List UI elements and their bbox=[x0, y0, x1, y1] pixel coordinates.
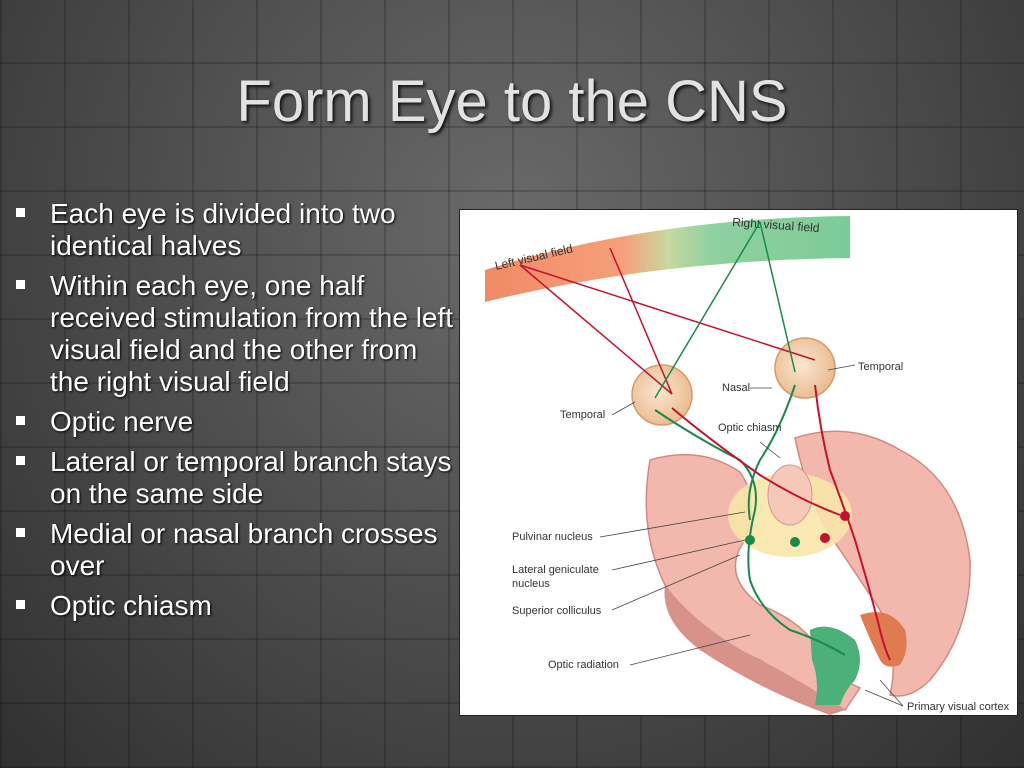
red-pathway-cross bbox=[671, 407, 841, 516]
red-pathway bbox=[814, 384, 891, 661]
bullet-text: Optic nerve bbox=[50, 406, 194, 437]
primary-visual-cortex-label: Primary visual cortex bbox=[907, 701, 1010, 713]
green-field-rays bbox=[654, 221, 796, 399]
slide-title: Form Eye to the CNS bbox=[236, 69, 788, 134]
optic-radiation-label: Optic radiation bbox=[548, 659, 619, 671]
bullet-item: Optic nerve bbox=[14, 406, 454, 438]
pulvinar-nucleus-label: Pulvinar nucleus bbox=[512, 531, 593, 543]
right-eye bbox=[774, 337, 836, 399]
bullet-item: Lateral or temporal branch stays on the … bbox=[14, 446, 454, 510]
brain-base-shadow bbox=[664, 585, 845, 715]
bullet-item: Within each eye, one half received stimu… bbox=[14, 270, 454, 398]
square-bullet-icon bbox=[16, 280, 25, 289]
bullet-text: Lateral or temporal branch stays on the … bbox=[50, 446, 452, 509]
square-bullet-icon bbox=[16, 208, 25, 217]
visual-field-band bbox=[485, 216, 850, 302]
square-bullet-icon bbox=[16, 416, 25, 425]
visual-cortex-left bbox=[810, 626, 860, 705]
bullet-text: Within each eye, one half received stimu… bbox=[50, 270, 454, 397]
left-eye bbox=[631, 364, 693, 426]
right-visual-field-label: Right visual field bbox=[732, 215, 820, 235]
lateral-geniculate-label-2: nucleus bbox=[512, 578, 550, 590]
square-bullet-icon bbox=[16, 456, 25, 465]
temporal-right-label: Temporal bbox=[858, 361, 903, 373]
superior-colliculus-label: Superior colliculus bbox=[512, 605, 602, 617]
visual-pathway-diagram: Left visual field Right visual field bbox=[459, 209, 1018, 716]
nasal-label: Nasal bbox=[722, 382, 750, 394]
bullet-list: Each eye is divided into two identical h… bbox=[14, 198, 454, 630]
temporal-left-label: Temporal bbox=[560, 409, 605, 421]
square-bullet-icon bbox=[16, 600, 25, 609]
leader-lines bbox=[599, 364, 904, 707]
midbrain bbox=[767, 464, 813, 526]
bullet-text: Medial or nasal branch crosses over bbox=[50, 518, 438, 581]
red-field-rays bbox=[519, 247, 816, 395]
lgn-left-dot bbox=[745, 535, 755, 545]
lgn-right-dot-2 bbox=[840, 511, 850, 521]
visual-pathway-svg: Left visual field Right visual field bbox=[485, 215, 1010, 715]
bullet-item: Optic chiasm bbox=[14, 590, 454, 622]
bullet-text: Optic chiasm bbox=[50, 590, 212, 621]
bullet-item: Medial or nasal branch crosses over bbox=[14, 518, 454, 582]
lgn-left-dot-2 bbox=[790, 537, 800, 547]
optic-chiasm-label: Optic chiasm bbox=[718, 422, 782, 434]
square-bullet-icon bbox=[16, 528, 25, 537]
lgn-right-dot bbox=[820, 533, 830, 543]
green-pathway-cross bbox=[747, 384, 796, 521]
bullet-text: Each eye is divided into two identical h… bbox=[50, 198, 396, 261]
bullet-item: Each eye is divided into two identical h… bbox=[14, 198, 454, 262]
lateral-geniculate-label-1: Lateral geniculate bbox=[512, 564, 599, 576]
